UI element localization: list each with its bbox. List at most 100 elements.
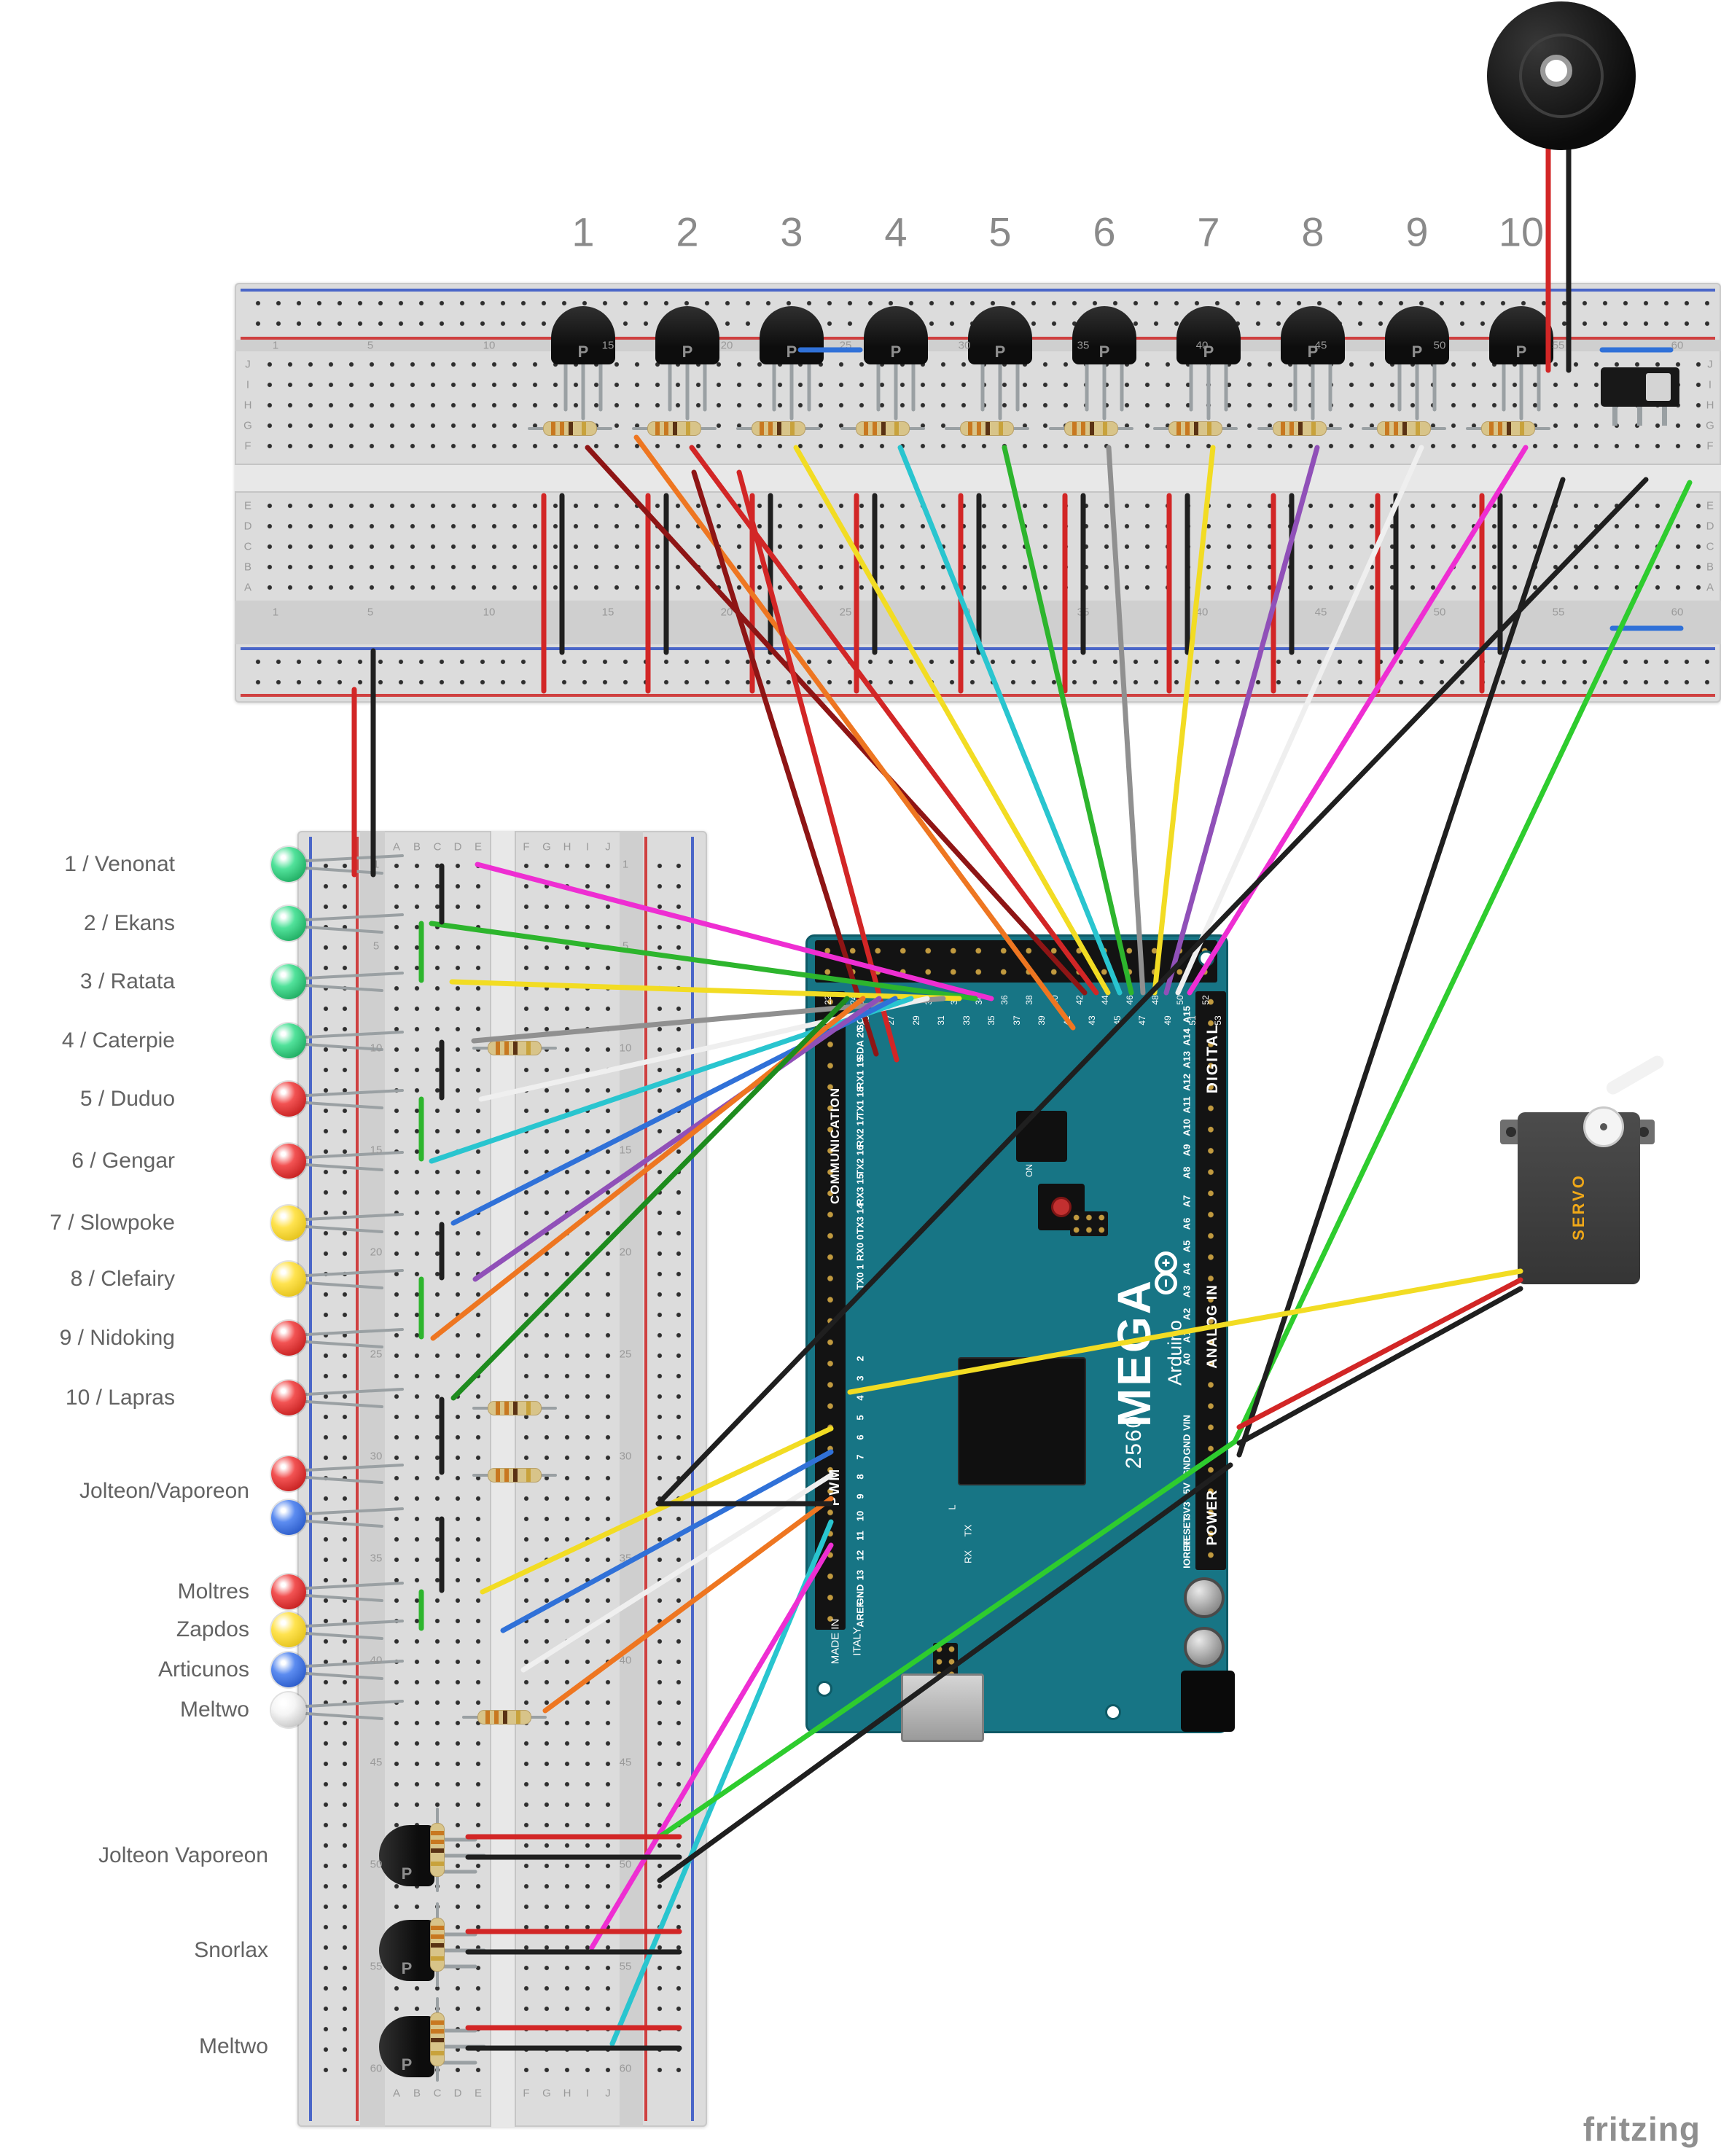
icsp-header[interactable] [1070,1211,1108,1236]
resistor-band [496,1469,500,1482]
led-yellow[interactable] [271,1612,306,1647]
transistor[interactable]: P [379,1825,434,1886]
servo-horn-arm [1604,1053,1666,1097]
arduino-pin-label: 43 [1087,1015,1097,1026]
led-green[interactable] [271,847,306,882]
resistor[interactable] [1168,421,1222,436]
transistor-marking: P [401,2055,413,2074]
resistor[interactable] [647,421,701,436]
resistor[interactable] [430,1823,445,1877]
resistor[interactable] [488,1041,542,1055]
breadboard-row-letter: B [243,561,252,574]
arduino-pin-label: 46 [1125,995,1135,1005]
breadboard-row-letter: D [1706,520,1714,533]
transistor[interactable]: P [760,306,824,364]
transistor[interactable]: P [1489,306,1553,364]
arduino-digital-header[interactable] [815,940,1217,983]
resistor-band [777,422,781,435]
resistor[interactable] [752,421,805,436]
transistor[interactable]: P [968,306,1032,364]
resistor-band [1081,422,1085,435]
led-red[interactable] [271,1574,306,1609]
resistor-band [431,2038,444,2042]
transistor[interactable]: P [1385,306,1449,364]
resistor[interactable] [477,1710,531,1725]
resistor[interactable] [1377,421,1431,436]
resistor-band [1194,422,1198,435]
resistor-band [1103,422,1107,435]
resistor-band [1207,422,1211,435]
resistor[interactable] [1064,421,1118,436]
led-red[interactable] [271,1380,306,1415]
breadboard-column-number: 1 [272,339,279,352]
transistor[interactable]: P [1072,306,1136,364]
resistor-band [873,422,877,435]
resistor-band [1416,422,1420,435]
resistor[interactable] [430,2012,445,2066]
breadboard-column-number: 15 [601,339,614,352]
led-red[interactable] [271,1082,306,1117]
breadboard-row-number: 35 [619,1552,632,1565]
transistor[interactable]: P [864,306,928,364]
resistor[interactable] [488,1401,542,1415]
led-yellow[interactable] [271,1262,306,1297]
arduino-pin-label: A6 [1181,1217,1193,1230]
breadboard-column-letter: I [585,840,590,854]
transistor[interactable]: P [551,306,615,364]
transistor[interactable]: P [655,306,719,364]
led-green[interactable] [271,1023,306,1058]
resistor[interactable] [430,1918,445,1972]
breadboard-column-letter: F [523,2087,530,2100]
transistor[interactable]: P [379,1920,434,1981]
breadboard-row-number: 45 [619,1756,632,1769]
breadboard-column-number: 40 [1195,606,1209,619]
transistor-column-number: 1 [571,208,595,255]
breadboard-column-letter: G [542,840,551,854]
breadboard-row-letter: A [1706,581,1714,594]
led-green[interactable] [271,906,306,941]
transistor[interactable]: P [1281,306,1345,364]
transistor-column-number: 7 [1197,208,1220,255]
resistor[interactable] [1481,421,1535,436]
wire[interactable] [1236,1277,1523,1430]
resistor[interactable] [960,421,1014,436]
breadboard-row-number: 1 [372,858,380,871]
arduino-pin-label: GND [1181,1456,1193,1477]
resistor-band [1289,422,1294,435]
transistor[interactable]: P [379,2016,434,2077]
resistor-band [894,422,899,435]
led-label: Zapdos [176,1617,249,1641]
resistor-band [526,1042,531,1055]
breadboard-row-number: 50 [619,1858,632,1871]
led-red[interactable] [271,1144,306,1179]
resistor[interactable] [856,421,910,436]
breadboard-row-letter: A [243,581,252,594]
arduino-pin-label: 29 [910,1015,921,1026]
led-blue[interactable] [271,1652,306,1687]
on-led-label: ON [1024,1164,1034,1177]
arduino-pin-label: 30 [924,995,934,1005]
slide-switch-knob[interactable] [1646,373,1671,401]
resistor[interactable] [1273,421,1327,436]
led-white[interactable] [271,1692,306,1727]
led-blue[interactable] [271,1500,306,1535]
breadboard-column-letter: E [474,840,483,854]
led-yellow[interactable] [271,1206,306,1241]
reset-button[interactable] [1051,1197,1072,1217]
transistor[interactable]: P [1176,306,1241,364]
wire[interactable] [1236,1286,1523,1446]
terminal-holes [386,856,488,2080]
resistor-band [1394,422,1398,435]
led-green[interactable] [271,964,306,999]
arduino-pin-label: 24 [848,995,859,1005]
resistor[interactable] [543,421,597,436]
resistor-band [1402,422,1407,435]
servo-horn-screw [1600,1123,1607,1130]
resistor[interactable] [488,1468,542,1483]
transistor-column-number: 8 [1301,208,1324,255]
led-red[interactable] [271,1456,306,1491]
led-red[interactable] [271,1321,306,1356]
breadboard-column-number: 55 [1552,606,1565,619]
capacitor [1184,1627,1225,1668]
transistor-label: Jolteon Vaporeon [98,1843,268,1867]
